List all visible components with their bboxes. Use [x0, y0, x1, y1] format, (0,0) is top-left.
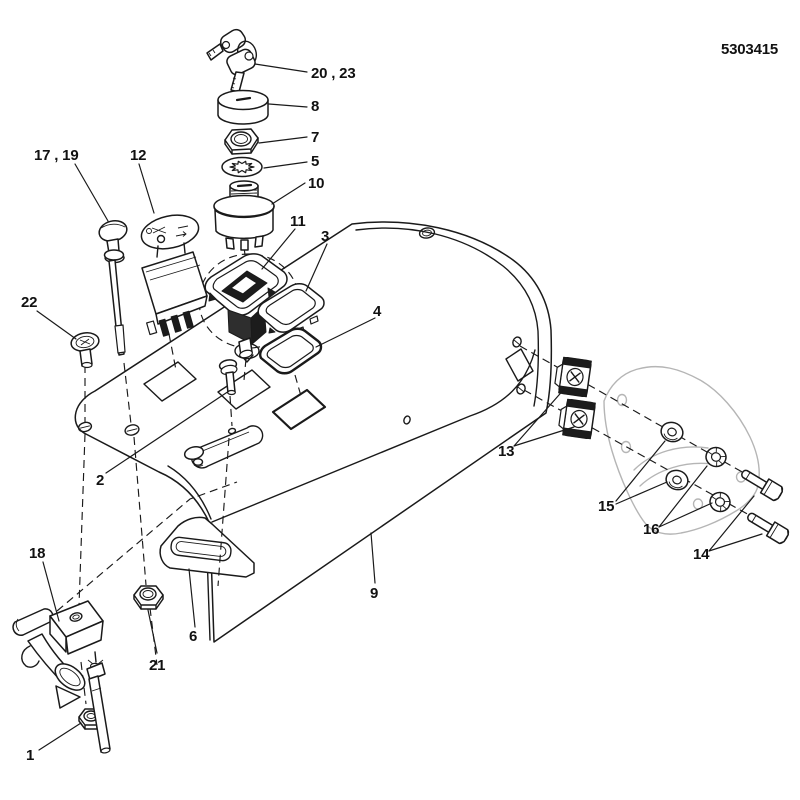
callout-1: 1 [26, 747, 34, 764]
flange-nut [133, 585, 164, 610]
pto-terminals [146, 310, 194, 337]
callout-11: 11 [290, 213, 305, 230]
callout-21: 21 [149, 657, 165, 674]
ignition-keys [206, 28, 258, 93]
callout-17-19: 17 , 19 [34, 147, 78, 164]
callout-13: 13 [498, 443, 514, 460]
throttle-slot [183, 425, 264, 469]
ignition-switch [213, 180, 275, 251]
rocker-switch [204, 253, 288, 359]
pto-switch [140, 214, 208, 337]
callout-4: 4 [373, 303, 382, 320]
callout-22: 22 [21, 294, 37, 311]
hex-nut [224, 128, 259, 155]
callout-10: 10 [308, 175, 324, 192]
callout-16: 16 [643, 521, 659, 538]
callout-15: 15 [598, 498, 614, 515]
mounting-bracket-ghost [603, 366, 760, 535]
callout-3: 3 [321, 228, 329, 245]
console-panel [74, 221, 553, 643]
callout-20-23: 20 , 23 [311, 65, 355, 82]
callout-7: 7 [311, 129, 319, 146]
screw-hole [77, 421, 93, 433]
callout-8: 8 [311, 98, 319, 115]
callout-5: 5 [311, 153, 319, 170]
callout-labels: 20 , 23 8 7 5 10 17 , 19 12 22 11 3 4 2 … [21, 41, 778, 764]
handle-pocket-flange [159, 516, 255, 578]
switch-gasket [259, 327, 323, 375]
throttle-lever-assembly [12, 600, 111, 754]
flat-washer-lower [665, 469, 689, 491]
hex-bolt-lower [747, 512, 790, 545]
key-cover-cap [217, 89, 269, 125]
flat-washer-upper [660, 421, 684, 443]
cutout-switch-3 [271, 388, 327, 431]
slot-knob [183, 445, 205, 467]
callout-14: 14 [693, 546, 710, 563]
cable-hole [124, 424, 140, 436]
front-face-hole [403, 415, 411, 425]
choke-cable [98, 219, 128, 356]
pto-decal-icons [146, 225, 189, 244]
callout-9: 9 [370, 585, 378, 602]
u-clip-nut-lower [558, 398, 596, 440]
cutout-switch-12 [143, 361, 197, 402]
star-lock-washer [221, 156, 263, 178]
hex-bolt-upper [741, 469, 784, 502]
callout-leader-lines [36, 63, 763, 751]
callout-18: 18 [29, 545, 45, 562]
drawing-number: 5303415 [721, 41, 778, 58]
lock-washer-lower [709, 491, 731, 513]
callout-6: 6 [189, 628, 197, 645]
callout-2: 2 [96, 472, 104, 489]
mounting-stud [218, 359, 238, 396]
shoulder-screw [70, 332, 100, 369]
lock-washer-upper [705, 446, 727, 468]
callout-12: 12 [130, 147, 146, 164]
u-clip-nut-upper [554, 356, 592, 398]
